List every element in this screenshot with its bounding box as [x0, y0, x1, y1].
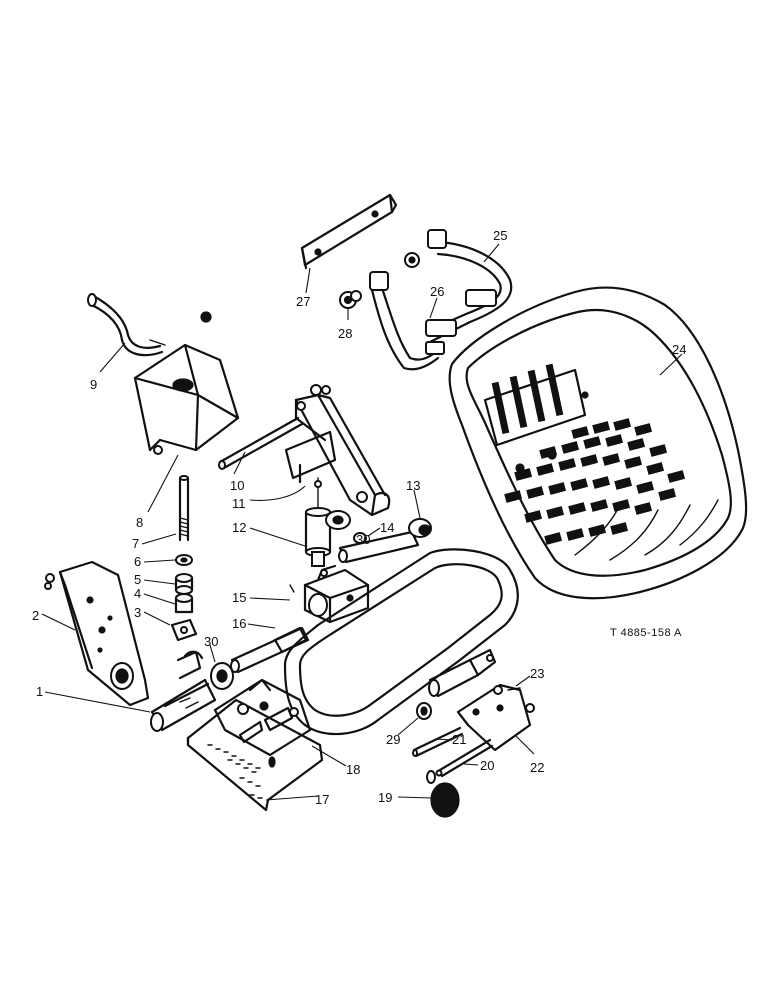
callout-11: 11: [232, 496, 246, 511]
callout-8: 8: [136, 515, 143, 530]
leader-lines: [41, 243, 683, 801]
callout-labels: 1 2 3 4 5 6 7 8 9 10 11 12 13 14 15 16 1…: [32, 228, 686, 807]
cross-bar-14: [338, 530, 420, 564]
callout-19: 19: [378, 790, 392, 805]
callout-21: 21: [452, 732, 466, 747]
callout-3: 3: [134, 605, 141, 620]
side-plate-2: [44, 560, 150, 707]
rectangular-frame: [283, 548, 519, 736]
callout-2: 2: [32, 608, 39, 623]
callout-7: 7: [132, 536, 139, 551]
threaded-rod-7: [178, 475, 190, 542]
bracket-18: [213, 678, 312, 757]
knob-19: [430, 782, 460, 818]
frame-roller: [428, 648, 497, 698]
callout-13: 13: [406, 478, 420, 493]
callout-14: 14: [380, 520, 394, 535]
mounting-bracket: [300, 193, 398, 270]
callout-23: 23: [530, 666, 544, 681]
pin-20: [426, 738, 494, 784]
linkage-arms: [284, 384, 391, 517]
bracket-cover: [133, 343, 240, 455]
callout-1: 1: [36, 684, 43, 699]
seat-pan: [448, 286, 748, 600]
callout-27: 27: [296, 294, 310, 309]
callout-12: 12: [232, 520, 246, 535]
callout-17: 17: [315, 792, 329, 807]
seat-cushion-slots: [504, 418, 686, 545]
callout-4: 4: [134, 586, 141, 601]
callout-22: 22: [530, 760, 544, 775]
callout-18: 18: [346, 762, 360, 777]
pivot-shaft: [218, 416, 304, 470]
hook-30: [176, 650, 234, 690]
block-3: [170, 618, 198, 642]
pivot-block: [289, 564, 370, 624]
small-nut: [200, 311, 212, 323]
callout-20: 20: [480, 758, 494, 773]
callout-30-right: 30: [356, 532, 370, 547]
callout-10: 10: [230, 478, 244, 493]
pin-16: [230, 626, 310, 674]
callout-25: 25: [493, 228, 507, 243]
nut-5: [174, 573, 194, 595]
callout-5: 5: [134, 572, 141, 587]
callout-6: 6: [134, 554, 141, 569]
cylinder-1: [150, 678, 217, 732]
callout-24: 24: [672, 342, 686, 357]
callout-26: 26: [430, 284, 444, 299]
plate-17: [186, 698, 324, 812]
callout-9: 9: [90, 377, 97, 392]
callout-15: 15: [232, 590, 246, 605]
drawing-reference: T 4885-158 A: [610, 627, 682, 639]
callout-29: 29: [386, 732, 400, 747]
callout-16: 16: [232, 616, 246, 631]
seat-frame-tube: [369, 229, 513, 371]
seat-back-slots: [483, 363, 587, 447]
adjusting-handle: [87, 293, 166, 357]
callout-28: 28: [338, 326, 352, 341]
callout-30-left: 30: [204, 634, 218, 649]
bracket-22: [456, 683, 535, 752]
shock-absorber: [304, 477, 332, 567]
spacer-4: [174, 593, 194, 614]
